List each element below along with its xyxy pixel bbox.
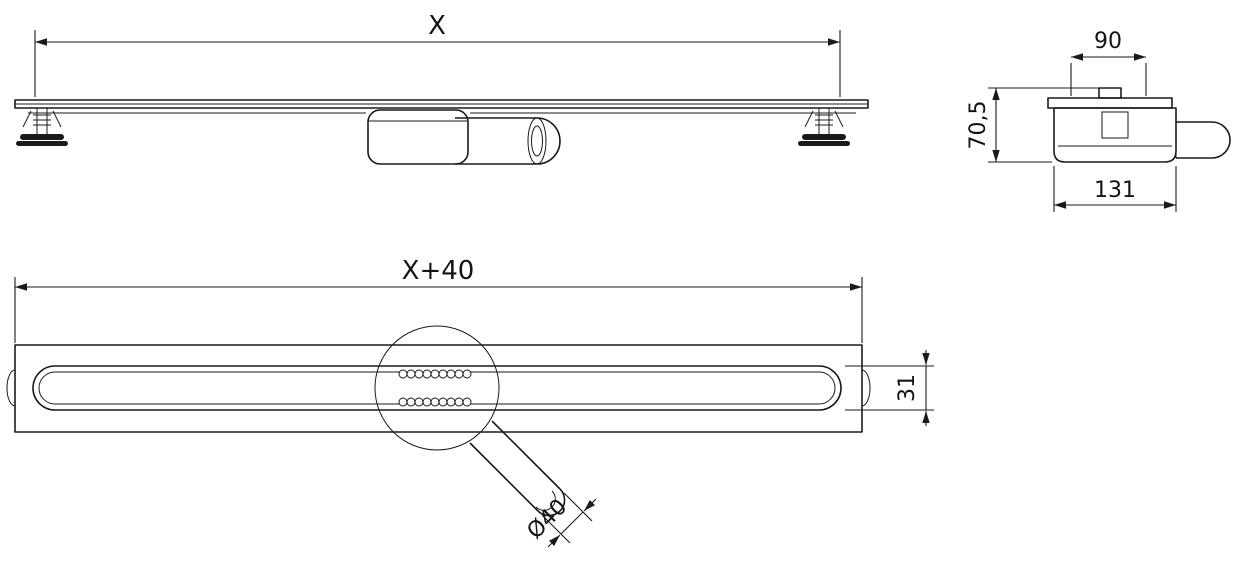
adjustable-foot-right (798, 108, 850, 146)
outlet-pipe-top (469, 420, 566, 517)
dim-body-width-131: 131 (1053, 166, 1177, 212)
dim-label-x40: X+40 (402, 256, 475, 286)
adjustable-foot-left (16, 108, 68, 146)
drain-body-end (1047, 87, 1231, 163)
dim-total-length-x40: X+40 (14, 256, 863, 343)
view-end: 90 70,5 (966, 29, 1231, 212)
dim-label-x: X (428, 11, 446, 41)
grate-pattern (398, 369, 472, 407)
dim-pipe-diameter-40: Ø40 (523, 492, 597, 548)
siphon-trap-side (367, 109, 561, 165)
dim-label-90: 90 (1094, 29, 1122, 54)
dim-length-x: X (34, 11, 841, 97)
drain-channel-side (14, 99, 869, 114)
dim-slot-height-31: 31 (845, 350, 934, 426)
dim-top-width-90: 90 (1070, 29, 1147, 96)
rotatable-flange-circle (374, 325, 500, 451)
dim-label-70-5: 70,5 (966, 101, 991, 150)
view-top: X+40 (6, 256, 934, 548)
dim-height-70-5: 70,5 (966, 87, 1102, 163)
drain-channel-top (6, 344, 871, 433)
view-side: X (14, 11, 869, 165)
dim-label-31: 31 (895, 374, 920, 402)
dim-label-131: 131 (1094, 178, 1136, 203)
